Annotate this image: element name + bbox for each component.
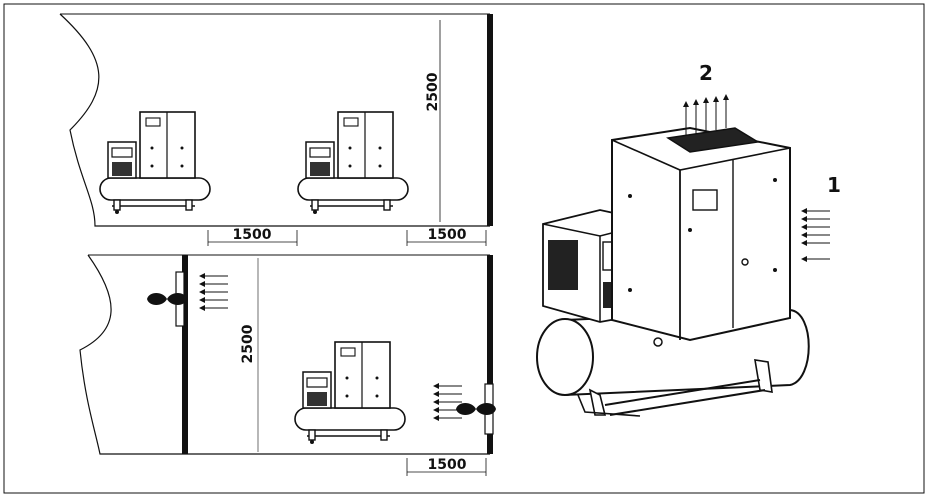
outer-frame <box>3 3 925 494</box>
bottom-height-label: 2500 <box>240 324 256 363</box>
bottom-spacing-wall-label: 1500 <box>428 457 467 473</box>
left-fan-icon <box>147 293 187 305</box>
inlet-arrows-compressor <box>802 211 830 243</box>
top-spacing-between-label: 1500 <box>233 227 272 243</box>
bottom-compressor <box>294 341 406 445</box>
top-compressor-right <box>297 111 409 215</box>
top-spacing-wall-label: 1500 <box>428 227 467 243</box>
outlet-label: 2 <box>699 61 713 85</box>
bottom-room-right-wall <box>487 255 493 454</box>
inlet-arrows-right <box>434 386 462 418</box>
top-height-label: 2500 <box>425 72 441 111</box>
bottom-room: 2500 1500 <box>79 254 496 476</box>
bottom-room-left-wall <box>182 255 188 454</box>
inlet-label: 1 <box>827 173 841 197</box>
top-room-wall <box>487 14 493 226</box>
top-room: 2500 1500 1500 <box>59 13 493 246</box>
inlet-arrows-left <box>200 276 228 308</box>
large-compressor <box>536 94 830 417</box>
top-compressor-left <box>99 111 211 215</box>
right-fan-icon <box>456 403 496 415</box>
